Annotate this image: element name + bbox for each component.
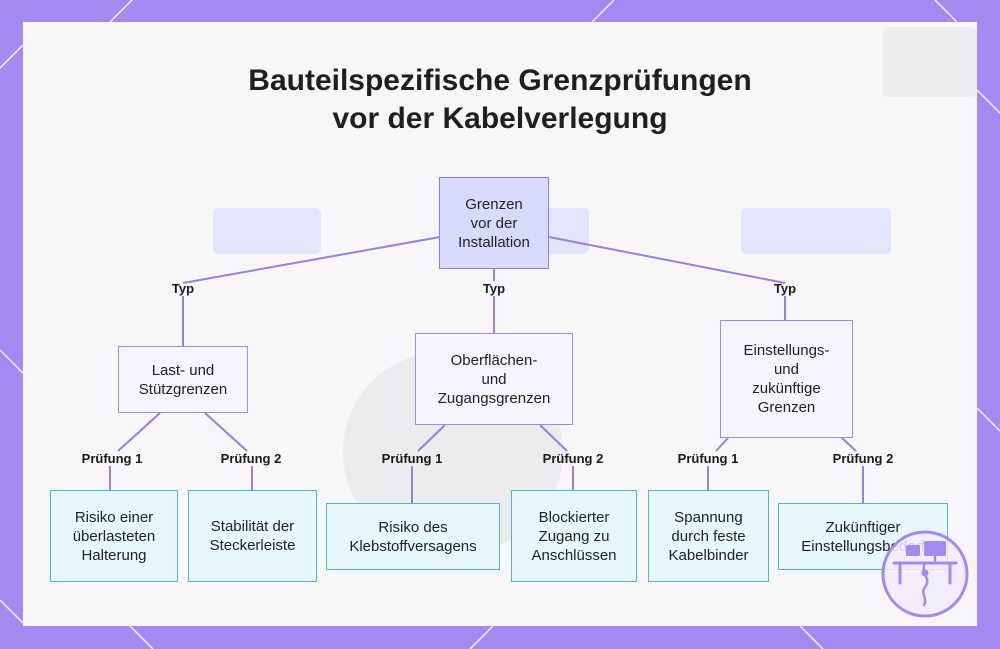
category-label: Last- und Stützgrenzen <box>139 361 227 399</box>
edge-label-check-2: Prüfung 2 <box>833 451 894 466</box>
edge-label-check-2: Prüfung 2 <box>221 451 282 466</box>
category-node-adjustment: Einstellungs- und zukünftige Grenzen <box>720 320 853 438</box>
edge-label-type-3: Typ <box>774 281 796 296</box>
diagram-title: Bauteilspezifische Grenzprüfungen vor de… <box>0 62 1000 138</box>
category-node-load: Last- und Stützgrenzen <box>118 346 248 413</box>
leaf-node-power-strip: Stabilität der Steckerleiste <box>188 490 317 582</box>
category-label: Oberflächen- und Zugangsgrenzen <box>438 351 551 408</box>
edge-label-check-2: Prüfung 2 <box>543 451 604 466</box>
root-node: Grenzen vor der Installation <box>439 177 549 269</box>
title-line-1: Bauteilspezifische Grenzprüfungen <box>0 62 1000 100</box>
category-label: Einstellungs- und zukünftige Grenzen <box>744 341 830 417</box>
leaf-label: Risiko einer überlasteten Halterung <box>73 508 156 565</box>
leaf-label: Risiko des Klebstoffversagens <box>349 518 476 556</box>
leaf-node-overloaded-mount: Risiko einer überlasteten Halterung <box>50 490 178 582</box>
edge-label-type-2: Typ <box>483 281 505 296</box>
root-node-label: Grenzen vor der Installation <box>458 195 530 252</box>
leaf-node-blocked-ports: Blockierter Zugang zu Anschlüssen <box>511 490 637 582</box>
leaf-label: Spannung durch feste Kabelbinder <box>668 508 748 565</box>
workspace-logo-icon <box>880 529 970 619</box>
category-node-surface: Oberflächen- und Zugangsgrenzen <box>415 333 573 425</box>
leaf-label: Blockierter Zugang zu Anschlüssen <box>531 508 616 565</box>
leaf-node-cable-tie-tension: Spannung durch feste Kabelbinder <box>648 490 769 582</box>
title-line-2: vor der Kabelverlegung <box>0 100 1000 138</box>
edge-label-check-1: Prüfung 1 <box>382 451 443 466</box>
leaf-label: Stabilität der Steckerleiste <box>210 517 296 555</box>
leaf-node-adhesive-failure: Risiko des Klebstoffversagens <box>326 503 500 570</box>
edge-label-check-1: Prüfung 1 <box>82 451 143 466</box>
edge-label-type-1: Typ <box>172 281 194 296</box>
edge-label-check-1: Prüfung 1 <box>678 451 739 466</box>
